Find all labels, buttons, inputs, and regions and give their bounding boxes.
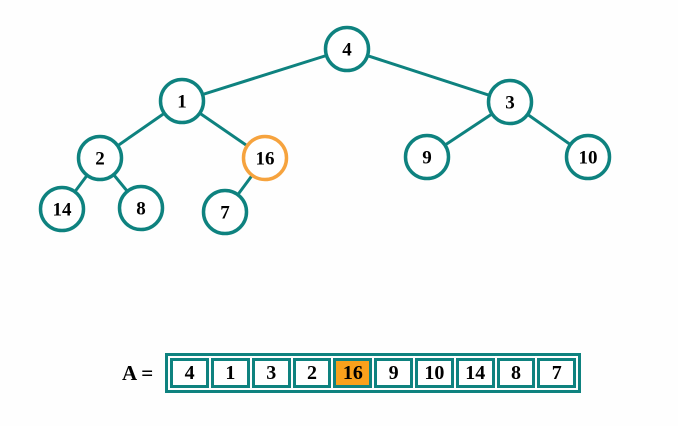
tree-node-circle (486, 78, 534, 126)
tree-node-circle (117, 184, 165, 232)
tree-node-label: 2 (95, 149, 105, 170)
tree-node-label: 3 (505, 93, 515, 114)
tree-node-label: 4 (342, 40, 352, 61)
tree-node-circle-highlighted (241, 134, 289, 182)
heap-tree-svg: 4 1 3 2 16 9 10 14 8 7 (38, 25, 612, 236)
tree-node-label: 16 (256, 149, 275, 170)
tree-node-label: 1 (177, 92, 187, 113)
tree-node-circle (76, 134, 124, 182)
tree-node-1: 1 (158, 77, 206, 125)
tree-edge (346, 47, 511, 104)
tree-node-8: 8 (117, 184, 165, 232)
tree-node-10: 10 (564, 133, 612, 181)
tree-node-label: 14 (53, 200, 73, 221)
tree-node-circle (564, 133, 612, 181)
array-cell: 14 (455, 358, 495, 388)
tree-node-circle (403, 133, 451, 181)
array-cell: 3 (251, 358, 291, 388)
tree-node-2: 2 (76, 134, 124, 182)
tree-node-label: 7 (220, 203, 230, 224)
array-cell: 10 (415, 358, 454, 388)
tree-node-circle (323, 25, 371, 73)
tree-node-16: 16 (241, 134, 289, 182)
array-cell: 2 (292, 358, 332, 388)
tree-node-circle (158, 77, 206, 125)
tree-node-3: 3 (486, 78, 534, 126)
tree-node-14: 14 (38, 185, 86, 233)
array-cell: 8 (496, 358, 536, 388)
tree-edge (181, 47, 348, 103)
tree-node-9: 9 (403, 133, 451, 181)
tree-node-circle (38, 185, 86, 233)
array-cell: 7 (537, 358, 577, 388)
array-label: A = (122, 360, 154, 385)
array-cell: 9 (374, 358, 414, 388)
tree-node-7: 7 (201, 188, 249, 236)
tree-node-label: 9 (422, 148, 432, 169)
array-cell: 4 (170, 358, 210, 388)
tree-node-4: 4 (323, 25, 371, 73)
tree-node-label: 10 (579, 148, 598, 169)
tree-node-label: 8 (136, 199, 146, 220)
tree-node-circle (201, 188, 249, 236)
array-cell-highlighted: 16 (333, 358, 373, 388)
array-cell: 1 (211, 358, 250, 388)
